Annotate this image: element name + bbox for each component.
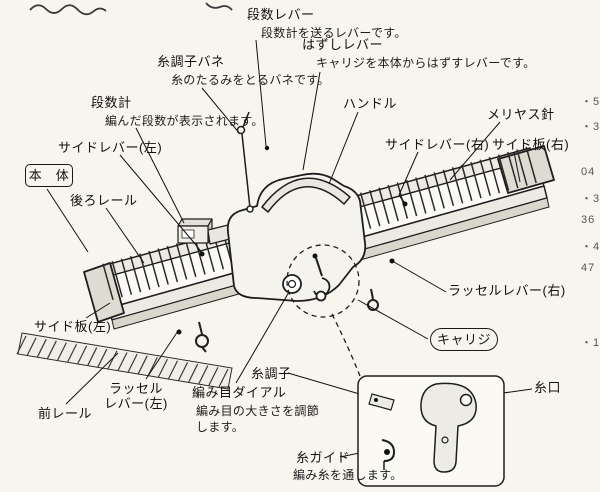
dashed-zoom-link xyxy=(286,244,361,377)
label-row-counter-lever: 段数レバー xyxy=(247,7,315,22)
scribble-marks xyxy=(29,2,233,16)
label-yarn-tension: 糸調子 xyxy=(251,366,292,381)
table-edge-hatch xyxy=(16,332,233,390)
label-release-lever: はずしレバー xyxy=(302,37,384,52)
label-yarn-feeder: 糸口 xyxy=(534,380,562,395)
edge-text-fragment: ・32 xyxy=(581,121,600,133)
label-front-rail: 前レール xyxy=(38,406,93,421)
label-carriage: キャリジ xyxy=(430,328,498,351)
label-handle: ハンドル xyxy=(343,96,398,111)
label-stitch-dial: 編み目ダイアル xyxy=(192,385,287,400)
row-counter-drawing xyxy=(177,218,235,245)
label-knitting-needles: メリヤス針 xyxy=(487,107,555,122)
handle-drawing xyxy=(261,177,351,213)
yarn-feeder-drawing xyxy=(315,290,327,302)
edge-text-fragment: ・19 xyxy=(581,337,600,349)
carriage-drawing xyxy=(226,111,367,302)
desc-yarn-guide: 編み糸を通します。 xyxy=(293,468,403,482)
edge-text-fragment: 47 xyxy=(581,262,596,274)
tension-wire-drawing xyxy=(241,133,251,209)
inset-yarn-guide xyxy=(381,439,395,462)
label-yarn-guide: 糸ガイド xyxy=(296,450,351,465)
edge-text-fragment: ・46 xyxy=(581,241,600,253)
label-side-plate-left: サイド板(左) xyxy=(34,319,112,334)
label-row-counter: 段数計 xyxy=(91,95,132,110)
label-side-lever-right: サイドレバー(右) xyxy=(385,137,490,152)
desc-yarn-tension-spring: 糸のたるみをとるバネです。 xyxy=(171,73,330,87)
label-rear-rail: 後ろレール xyxy=(70,193,138,208)
edge-text-fragment: 36 xyxy=(581,214,596,226)
label-russell-lever-left: ラッセル レバー(左) xyxy=(104,381,168,411)
inset-yarn-eyelet xyxy=(459,393,473,407)
stitch-dial-drawing xyxy=(282,274,302,294)
desc-row-counter: 編んだ段数が表示されます。 xyxy=(105,114,264,128)
label-russell-lever-right: ラッセルレバー(右) xyxy=(448,283,566,298)
desc-stitch-dial: 編み目の大きさを調節 します。 xyxy=(196,404,320,434)
inset-arm-drawing xyxy=(420,382,477,473)
edge-text-fragment: 04 xyxy=(581,166,596,178)
edge-text-fragment: ・52 xyxy=(581,96,600,108)
leader-lines xyxy=(46,39,533,458)
label-yarn-tension-spring: 糸調子バネ xyxy=(157,54,225,69)
label-side-plate-right: サイド板(右) xyxy=(492,137,570,152)
inset-tension-lever xyxy=(368,393,395,411)
desc-release-lever: キャリジを本体からはずすレバーです。 xyxy=(316,56,536,70)
label-main-body: 本 体 xyxy=(25,164,73,187)
detail-inset xyxy=(357,375,505,487)
edge-text-fragment: ・35 xyxy=(581,193,600,205)
label-side-lever-left: サイドレバー(左) xyxy=(58,140,163,155)
desc-row-counter-lever: 段数計を送るレバーです。 xyxy=(261,26,407,40)
